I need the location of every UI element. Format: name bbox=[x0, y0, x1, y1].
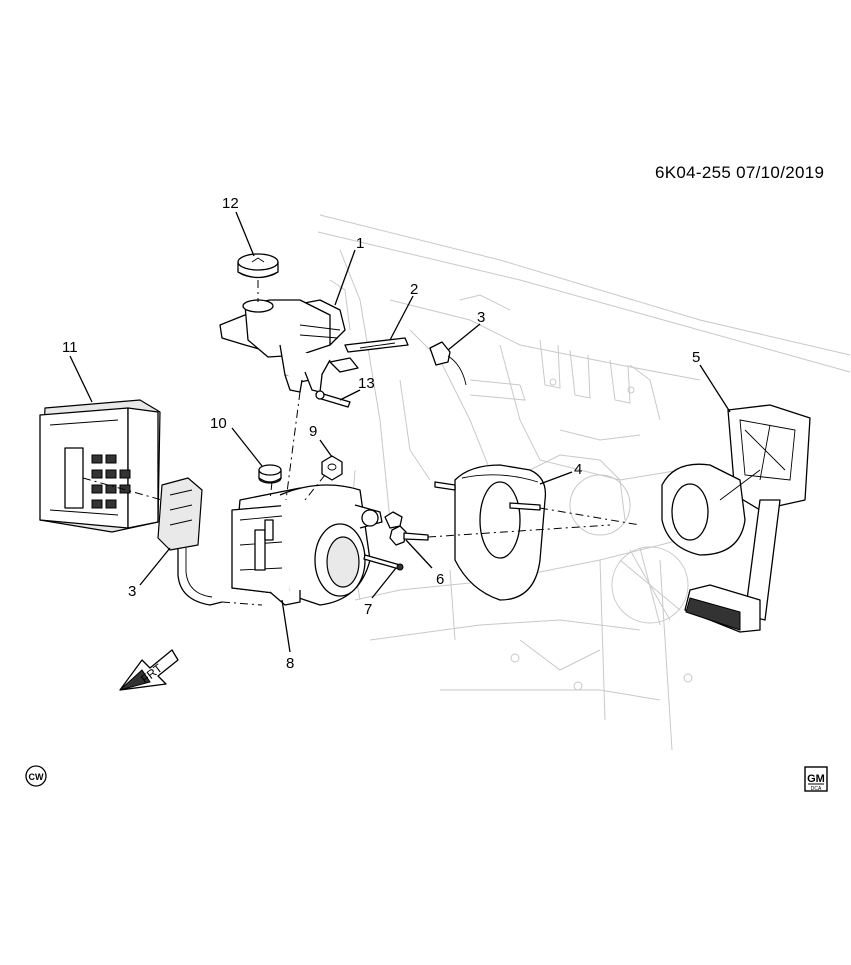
diagram-reference: 6K04-255 07/10/2019 bbox=[655, 163, 825, 182]
front-direction-arrow: FRT bbox=[119, 649, 179, 691]
reservoir-cap bbox=[237, 253, 279, 279]
leader-lines bbox=[69, 211, 731, 653]
brake-fluid-reservoir bbox=[219, 299, 359, 393]
callout-labels: 1 2 3 3 4 5 6 7 8 9 10 11 12 13 bbox=[62, 195, 700, 672]
harness-connector-upper bbox=[429, 341, 467, 386]
callout-4: 4 bbox=[574, 461, 582, 478]
callout-8: 8 bbox=[286, 655, 294, 672]
module-connector-pins bbox=[91, 454, 131, 509]
booster-gasket bbox=[434, 464, 547, 601]
callout-3-upper: 3 bbox=[477, 309, 485, 326]
callout-13: 13 bbox=[358, 375, 375, 392]
callout-7: 7 bbox=[364, 601, 372, 618]
callout-3-lower: 3 bbox=[128, 583, 136, 600]
brake-pedal-assembly bbox=[661, 404, 811, 633]
cw-symbol: CW bbox=[25, 765, 47, 787]
gm-logo: GM DCA bbox=[804, 766, 828, 792]
callout-12: 12 bbox=[222, 195, 239, 212]
cw-label: CW bbox=[29, 772, 44, 782]
gm-logo-text: GM bbox=[807, 773, 825, 785]
gm-logo-subtext: DCA bbox=[811, 786, 822, 792]
booster-bolt bbox=[384, 511, 429, 546]
harness-connector-lower bbox=[157, 477, 223, 606]
reservoir-bolt bbox=[315, 390, 351, 408]
nut bbox=[321, 455, 343, 481]
callout-2: 2 bbox=[410, 281, 418, 298]
mounting-stud bbox=[363, 554, 404, 571]
assembly-alignment-lines bbox=[82, 280, 641, 606]
electronic-brake-control-module bbox=[39, 399, 161, 533]
callout-5: 5 bbox=[692, 349, 700, 366]
callout-11: 11 bbox=[62, 339, 78, 356]
callout-1: 1 bbox=[356, 235, 364, 252]
callout-9: 9 bbox=[309, 423, 317, 440]
callout-6: 6 bbox=[436, 571, 444, 588]
callout-10: 10 bbox=[210, 415, 227, 432]
grommet bbox=[258, 464, 282, 484]
brake-booster-assembly bbox=[231, 484, 383, 606]
reservoir-line-bracket bbox=[344, 337, 409, 353]
